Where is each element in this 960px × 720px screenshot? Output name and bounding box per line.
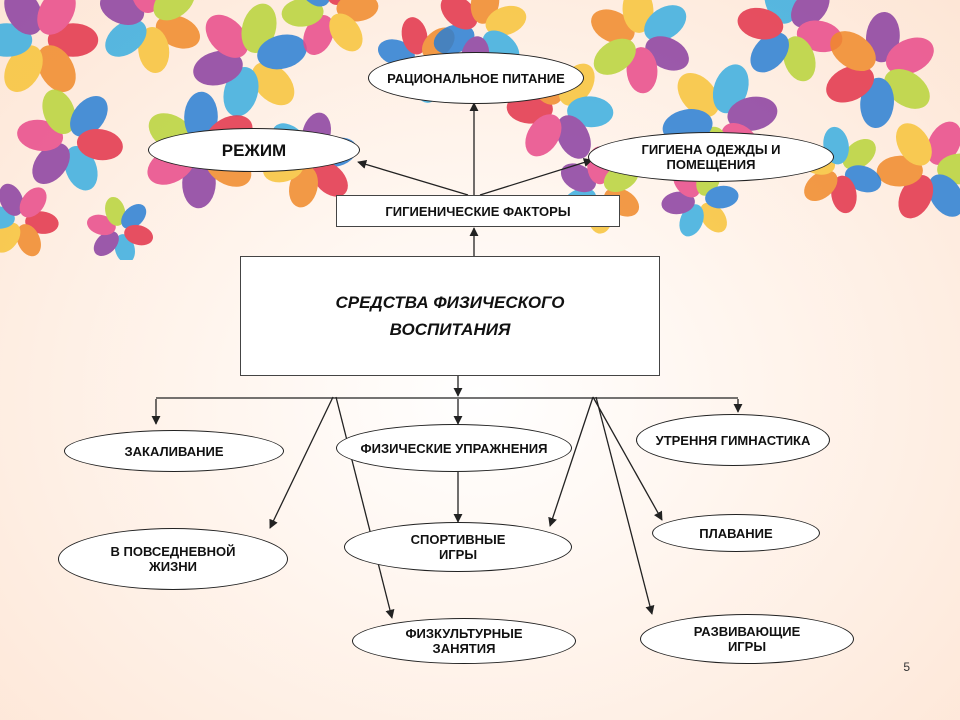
node-clothing-hygiene: ГИГИЕНА ОДЕЖДЫ И ПОМЕЩЕНИЯ	[588, 132, 834, 182]
petal	[193, 50, 243, 86]
petal-flower	[0, 183, 59, 257]
node-sport-games: СПОРТИВНЫЕ ИГРЫ	[344, 522, 572, 572]
petal	[661, 191, 695, 215]
petal-flower	[99, 0, 201, 74]
petal	[32, 143, 70, 185]
petal	[830, 31, 876, 72]
petal	[525, 114, 562, 157]
petal	[440, 0, 478, 30]
petal	[37, 0, 76, 35]
petal	[699, 202, 727, 233]
petal	[329, 13, 363, 52]
node-regime: РЕЖИМ	[148, 128, 360, 172]
node-morning-gymnastics: УТРЕННЯ ГИМНАСТИКА	[636, 414, 830, 466]
petal	[130, 0, 162, 14]
petal-flower	[591, 0, 689, 94]
petal	[105, 196, 126, 226]
petal	[895, 123, 932, 166]
petal	[876, 155, 923, 187]
node-hardening: ЗАКАЛИВАНИЕ	[64, 430, 284, 472]
petal	[76, 128, 123, 161]
petal-flower	[0, 0, 99, 92]
petal-flower	[737, 0, 843, 82]
petal-flower	[281, 0, 379, 55]
petal	[99, 0, 145, 25]
petal-flower	[798, 126, 882, 214]
petal	[677, 72, 720, 118]
petal	[19, 187, 47, 218]
petal-flower	[17, 89, 123, 191]
node-swimming: ПЛАВАНИЕ	[652, 514, 820, 552]
arrow-to-daily-life	[269, 396, 334, 529]
petal	[281, 0, 324, 27]
petal	[311, 161, 348, 197]
petal-flower	[86, 196, 154, 260]
petal	[205, 14, 249, 58]
petal	[705, 185, 739, 209]
petal	[928, 174, 960, 217]
petal	[4, 45, 43, 92]
node-daily-life: В ПОВСЕДНЕВНОЙ ЖИЗНИ	[58, 528, 288, 590]
petal	[622, 0, 654, 33]
petal	[0, 183, 24, 216]
petal	[4, 0, 43, 35]
petal-flower	[193, 3, 307, 117]
arrow-to-dev-games	[595, 396, 655, 615]
petal	[70, 95, 108, 137]
petal	[0, 222, 21, 253]
petal	[783, 36, 816, 82]
node-pe-classes: ФИЗКУЛЬТУРНЫЕ ЗАНЯТИЯ	[352, 618, 576, 664]
node-rational-nutrition: РАЦИОНАЛЬНОЕ ПИТАНИЕ	[368, 52, 584, 104]
petal	[937, 153, 960, 185]
petal	[105, 19, 147, 57]
petal	[591, 9, 635, 44]
node-physical-exercises: ФИЗИЧЕСКИЕ УПРАЖНЕНИЯ	[336, 424, 572, 472]
petal	[791, 0, 830, 28]
petal	[485, 5, 527, 36]
petal	[401, 17, 428, 55]
petal	[47, 23, 99, 57]
petal	[804, 170, 838, 202]
petal	[560, 163, 597, 193]
petal	[336, 0, 379, 22]
petal	[257, 34, 307, 70]
arrow-to-sport-games	[548, 396, 594, 527]
petal	[124, 224, 154, 246]
petal	[121, 204, 147, 229]
node-physical-education-means: СРЕДСТВА ФИЗИЧЕСКОГО ВОСПИТАНИЯ	[240, 256, 660, 376]
petal	[138, 26, 170, 74]
petal	[926, 121, 960, 165]
page-number: 5	[903, 660, 910, 674]
petal	[153, 0, 195, 21]
petal	[645, 36, 689, 71]
petal	[884, 68, 930, 109]
petal	[737, 7, 784, 40]
petal	[593, 38, 636, 75]
petal-flower	[876, 121, 960, 219]
petal	[251, 62, 295, 106]
petal	[750, 32, 789, 73]
petal	[16, 224, 41, 257]
node-hygienic-factors: ГИГИЕНИЧЕСКИЕ ФАКТОРЫ	[336, 195, 620, 227]
petal	[42, 89, 76, 135]
arrow-to-swimming	[592, 396, 663, 521]
arrow-to-pe-classes	[335, 396, 395, 619]
petal	[727, 96, 778, 131]
petal	[898, 175, 934, 219]
petal-flower	[826, 11, 934, 129]
petal	[885, 37, 934, 75]
petal	[626, 47, 658, 94]
petal	[831, 175, 857, 214]
arrow-factors-to-regime	[357, 159, 469, 196]
petal	[93, 231, 119, 256]
petal	[37, 45, 76, 92]
petal	[556, 115, 591, 159]
petal	[644, 5, 687, 42]
petal	[842, 138, 876, 170]
node-developing-games: РАЗВИВАЮЩИЕ ИГРЫ	[640, 614, 854, 664]
arrow-factors-to-clothing	[479, 158, 593, 196]
petal	[826, 65, 875, 103]
